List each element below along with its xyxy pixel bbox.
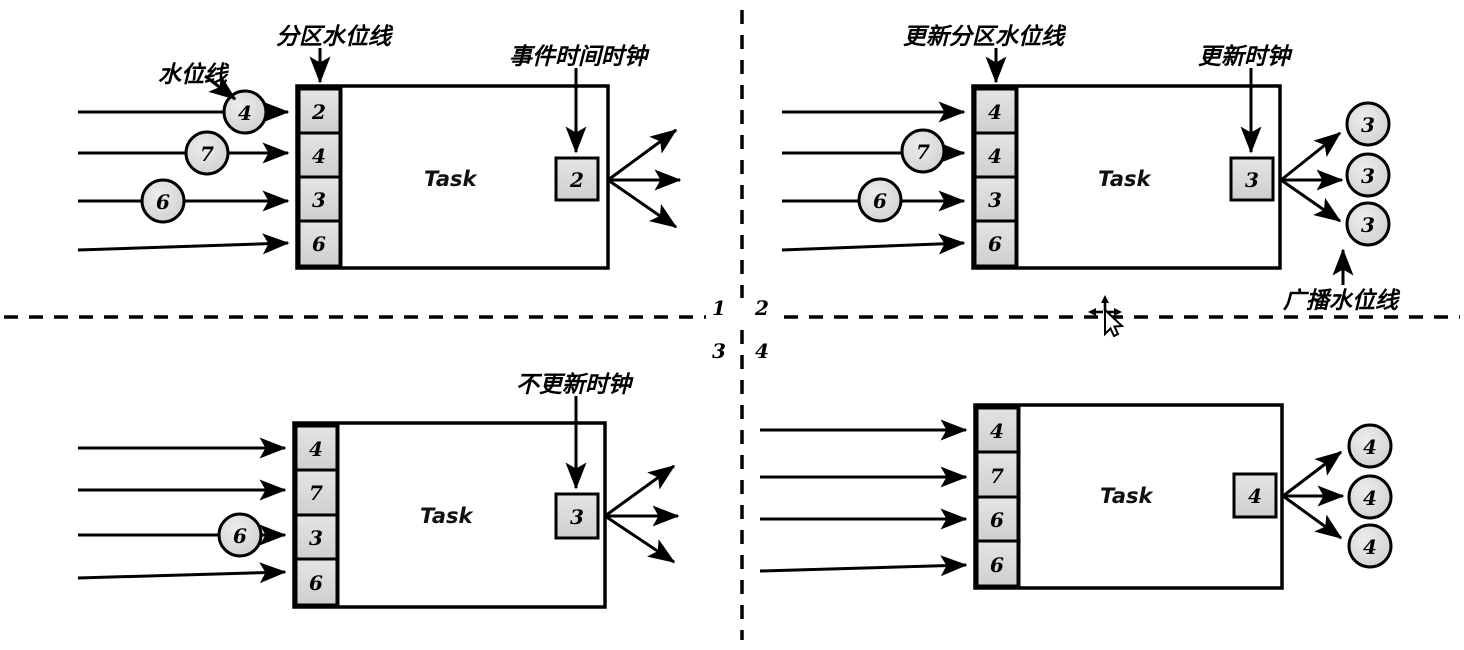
q4-input-arrows [759, 419, 968, 577]
q4-clock-value: 4 [1248, 484, 1262, 508]
quadrant-number-1: 1 [712, 296, 726, 320]
q3-task-label: Task [420, 504, 473, 528]
q1-event-time-clock-label: 事件时间时钟 [509, 44, 647, 70]
q3-slot-3-value: 6 [309, 571, 323, 595]
q4-slot-2-value: 6 [990, 508, 1004, 532]
q2-output-circles: 3 3 3 [1345, 101, 1391, 247]
q3-input-slots: 4 7 3 6 [294, 424, 339, 607]
q4-slot-0-value: 4 [990, 419, 1004, 443]
q1-slot-1-value: 4 [312, 144, 326, 168]
quadrant-2: 4 4 3 6 7 6 3 3 [781, 48, 1391, 285]
q2-update-clock-label: 更新时钟 [1198, 44, 1290, 70]
quadrant-3: 4 7 3 6 6 3 [77, 396, 680, 609]
q4-task-box [973, 403, 1284, 590]
q1-slot-3-value: 6 [312, 232, 326, 256]
quadrant-4: 4 7 6 6 4 4 4 4 [759, 403, 1393, 590]
q4-clock-box [1232, 472, 1278, 519]
q2-clock-box [1229, 156, 1275, 202]
move-cursor [1088, 295, 1125, 338]
q3-output-arrows [604, 464, 680, 564]
q3-slot-2-value: 3 [309, 526, 323, 550]
quadrant-number-3: 3 [712, 339, 726, 363]
q2-circle-2-value: 6 [873, 189, 887, 213]
q1-output-arrows [607, 128, 682, 229]
q3-input-arrows [77, 437, 287, 584]
q4-out-circle-1-value: 4 [1363, 486, 1377, 510]
q1-slot-0-value: 2 [311, 100, 326, 124]
q1-circle-2-value: 6 [156, 190, 170, 214]
q1-clock-box [554, 156, 600, 202]
q3-no-update-clock-label: 不更新时钟 [516, 372, 631, 398]
q3-slot-1-value: 7 [309, 481, 323, 505]
q1-watermark-label: 水位线 [158, 62, 227, 88]
q3-clock-value: 3 [570, 505, 584, 529]
q2-input-slots: 4 4 3 6 [973, 87, 1018, 268]
q2-slot-3-value: 6 [988, 232, 1002, 256]
q4-slot-1-value: 7 [990, 464, 1004, 488]
q2-output-arrows [1280, 131, 1344, 223]
q2-out-circle-0-value: 3 [1361, 113, 1375, 137]
q3-slot-0-value: 4 [309, 437, 323, 461]
quadrant-1: 2 4 3 6 4 7 6 2 [77, 48, 682, 270]
q1-input-arrows [77, 101, 290, 255]
q2-clock-value: 3 [1245, 168, 1259, 192]
q1-slot-2-value: 3 [312, 188, 326, 212]
q4-task-label: Task [1100, 484, 1153, 508]
q2-out-circle-1-value: 3 [1361, 164, 1375, 188]
q4-input-slots: 4 7 6 6 [975, 406, 1020, 588]
quadrant-number-2: 2 [755, 296, 769, 320]
q1-input-slots: 2 4 3 6 [297, 87, 342, 268]
q1-input-circles: 4 7 6 [140, 89, 268, 224]
q1-circle-0-value: 4 [238, 101, 252, 125]
q4-output-arrows [1282, 450, 1345, 540]
q2-update-partition-watermark-label: 更新分区水位线 [903, 24, 1064, 50]
q4-output-circles: 4 4 4 [1347, 423, 1393, 569]
q1-clock-value: 2 [569, 168, 584, 192]
q4-slot-3-value: 6 [990, 553, 1004, 577]
q2-circle-1-value: 7 [916, 140, 930, 164]
q2-slot-2-value: 3 [988, 188, 1002, 212]
q3-clock-box [554, 492, 600, 540]
q1-partition-watermark-label: 分区水位线 [276, 24, 391, 50]
q2-slot-1-value: 4 [988, 144, 1002, 168]
q4-out-circle-2-value: 4 [1363, 535, 1377, 559]
q4-out-circle-0-value: 4 [1363, 435, 1377, 459]
quadrant-number-4: 4 [755, 339, 769, 363]
q2-input-circles: 7 6 [857, 128, 946, 223]
q2-broadcast-watermark-label: 广播水位线 [1283, 288, 1398, 314]
q2-out-circle-2-value: 3 [1361, 213, 1375, 237]
q3-task-box [292, 421, 607, 609]
q1-circle-1-value: 7 [200, 142, 214, 166]
q1-watermark-leader [204, 74, 237, 101]
q3-input-circles: 6 [217, 512, 263, 558]
q2-slot-0-value: 4 [988, 100, 1002, 124]
q2-task-box [971, 84, 1282, 270]
q1-task-label: Task [424, 167, 477, 191]
q2-task-label: Task [1098, 167, 1151, 191]
q3-circle-2-value: 6 [233, 524, 247, 548]
